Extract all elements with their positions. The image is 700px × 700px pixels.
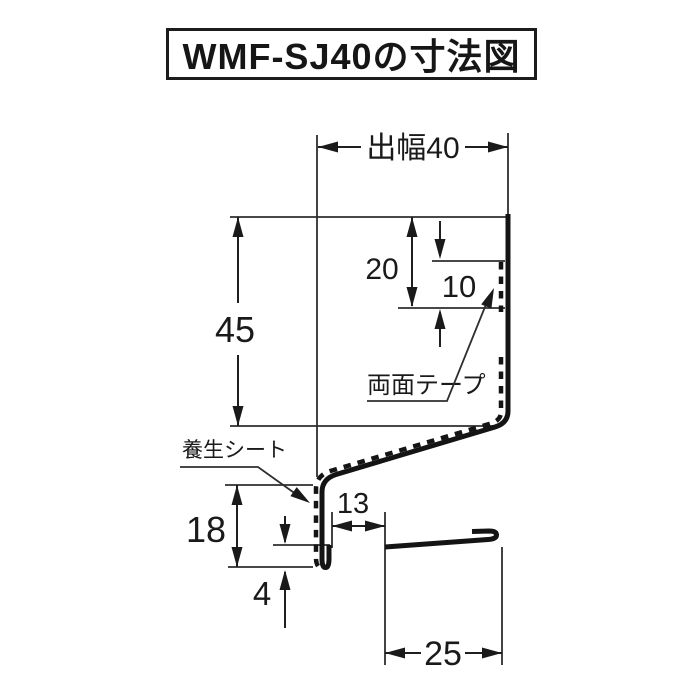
arrow-left-icon xyxy=(385,647,405,659)
arrow-down-icon xyxy=(406,287,418,307)
arrow-right-icon xyxy=(488,141,508,153)
dim-hem-height: 4 xyxy=(253,516,291,628)
arrow-up-icon xyxy=(231,485,243,505)
dashed-overlays xyxy=(313,262,504,571)
page-title: WMF-SJ40の寸法図 xyxy=(166,28,537,80)
dim-overall-height: 45 xyxy=(215,217,255,426)
arrow-down-icon xyxy=(231,547,243,567)
dim-gap-width: 13 xyxy=(332,488,385,532)
dim-label-tape-offset: 20 xyxy=(365,253,398,286)
arrow-down-icon xyxy=(279,524,291,544)
label-double-sided-tape: 両面テープ xyxy=(367,372,486,399)
arrow-down-icon xyxy=(434,239,446,259)
dim-label-projection-width: 出幅40 xyxy=(366,132,459,165)
arrow-left-icon xyxy=(318,141,338,153)
arrow-up-icon xyxy=(279,570,291,590)
base-profile xyxy=(384,528,500,550)
dim-label-gap-width: 13 xyxy=(337,488,369,520)
dim-lower-height: 18 xyxy=(186,485,243,567)
arrow-up-icon xyxy=(434,309,446,329)
label-protection-sheet: 養生シート xyxy=(182,439,287,462)
dim-tape-offset: 20 xyxy=(365,217,418,307)
arrow-right-icon xyxy=(365,520,385,532)
dim-tape-length: 10 xyxy=(434,221,476,347)
dim-label-base-width: 25 xyxy=(424,635,462,673)
cover-profile xyxy=(319,214,511,571)
dim-label-lower-height: 18 xyxy=(186,509,226,550)
arrow-right-icon xyxy=(482,647,502,659)
arrow-up-icon xyxy=(406,217,418,237)
annotation-double-sided-tape: 両面テープ xyxy=(367,288,494,402)
profile-outline xyxy=(319,214,511,571)
arrow-up-icon xyxy=(232,217,244,237)
extension-lines xyxy=(225,133,509,665)
dim-projection-width: 出幅40 xyxy=(318,132,508,165)
dim-base-width: 25 xyxy=(385,635,502,673)
annotation-protection-sheet: 養生シート xyxy=(180,439,310,503)
dim-label-tape-length: 10 xyxy=(442,269,476,304)
protection-sheet-strip xyxy=(313,357,504,571)
leader-arrow-icon xyxy=(481,288,494,309)
dim-label-overall-height: 45 xyxy=(215,309,255,350)
leader-arrow-icon xyxy=(290,487,310,503)
arrow-left-icon xyxy=(332,520,352,532)
dim-label-hem-height: 4 xyxy=(253,575,271,612)
arrow-down-icon xyxy=(232,406,244,426)
